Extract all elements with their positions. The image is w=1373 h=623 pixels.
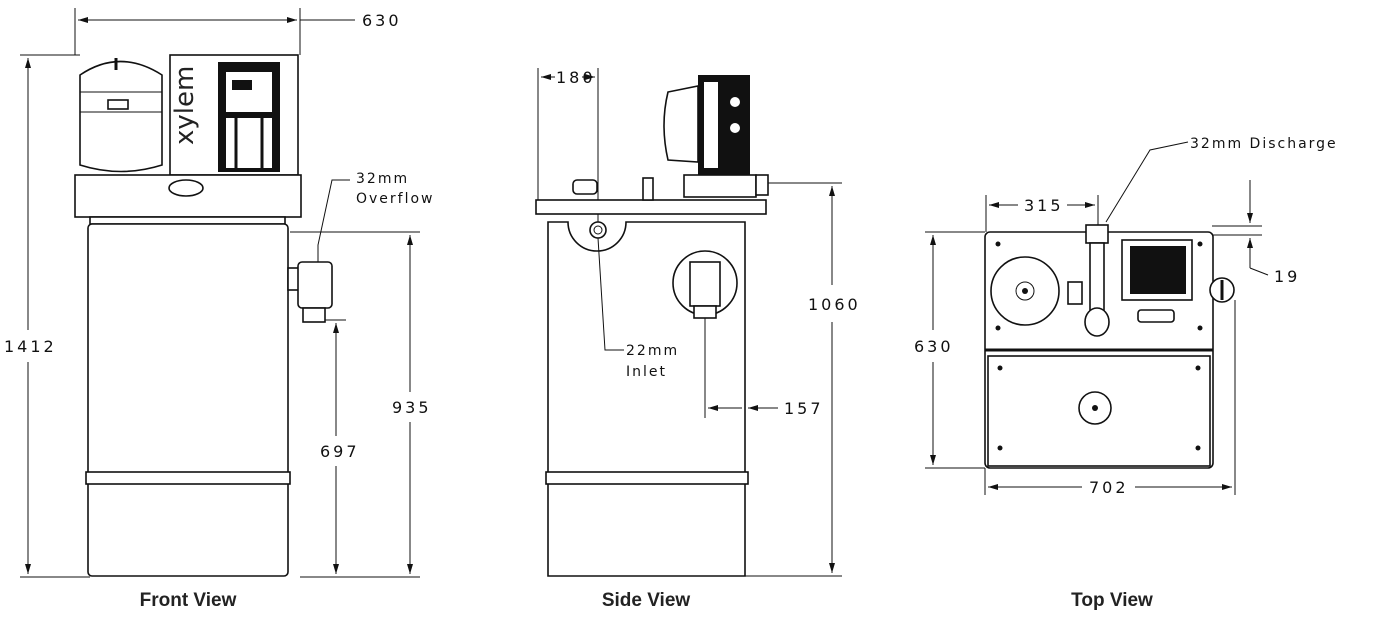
- overflow-label-name: Overflow: [356, 191, 435, 207]
- expansion-vessel: [79, 60, 163, 173]
- front-tank-band: [85, 471, 291, 485]
- side-view-caption: Side View: [601, 590, 691, 611]
- brand-logo: xylem: [170, 66, 200, 145]
- top-width-dimension: 702: [1089, 478, 1129, 497]
- inlet-port: [589, 221, 607, 239]
- front-view: 630 1412 xylem 32mm Ove: [4, 8, 435, 578]
- overflow-fitting: [297, 261, 333, 309]
- overflow-label-size: 32mm: [356, 171, 409, 187]
- front-width-dimension: 630: [362, 11, 402, 30]
- inlet-label-size: 22mm: [626, 343, 679, 359]
- tank-height-dimension: 935: [392, 398, 432, 417]
- top-depth-dimension: 630: [914, 337, 954, 356]
- front-height-dimension: 1412: [4, 337, 57, 356]
- top-19-dimension: 19: [1274, 267, 1300, 286]
- overflow-height-dimension: 697: [320, 442, 360, 461]
- top-view: 315 32mm Discharge 19: [914, 136, 1338, 497]
- front-view-caption: Front View: [139, 590, 237, 611]
- side-view: 180 22mm Inlet 157: [535, 68, 861, 577]
- front-tank: [87, 223, 289, 577]
- top-315-dimension: 315: [1024, 196, 1064, 215]
- side-157-dimension: 157: [784, 399, 824, 418]
- filler-cap: [168, 179, 204, 197]
- inlet-label-name: Inlet: [626, 364, 667, 380]
- pump-motor: [663, 85, 699, 163]
- side-height-dimension: 1060: [808, 295, 861, 314]
- side-offset-dimension: 180: [556, 68, 596, 87]
- side-top-cover: [535, 199, 767, 215]
- discharge-label: 32mm Discharge: [1190, 136, 1338, 152]
- top-view-caption: Top View: [1071, 590, 1153, 611]
